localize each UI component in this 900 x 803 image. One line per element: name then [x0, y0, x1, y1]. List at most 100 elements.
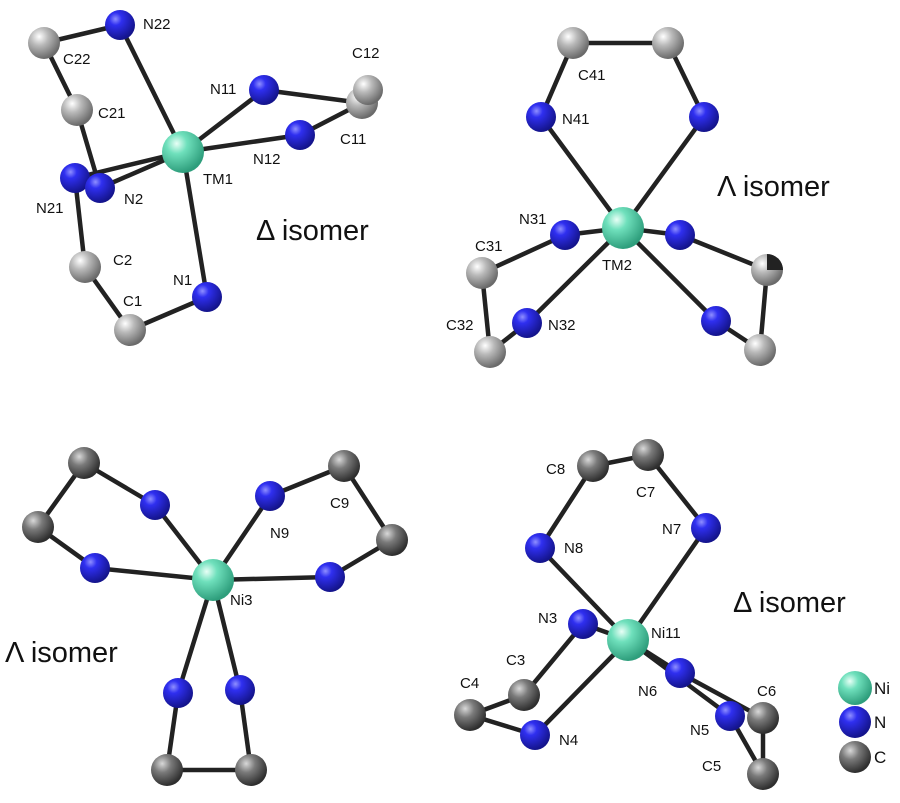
atom-c41-b: [652, 27, 684, 59]
label-c5: C5: [702, 758, 721, 775]
label-n6: N6: [638, 683, 657, 700]
label-n1: N1: [173, 272, 192, 289]
legend-c-swatch: [839, 741, 871, 773]
label-n21: N21: [36, 200, 64, 217]
legend-ni-label: Ni: [874, 679, 890, 698]
atom-n7: [691, 513, 721, 543]
label-c2: C2: [113, 252, 132, 269]
atom-c-right-2: [744, 334, 776, 366]
label-n8: N8: [564, 540, 583, 557]
atom-n12: [285, 120, 315, 150]
legend-n-swatch: [839, 706, 871, 738]
label-n11: N11: [210, 81, 236, 98]
atom-n1: [192, 282, 222, 312]
label-c6: C6: [757, 683, 776, 700]
label-n2: N2: [124, 191, 143, 208]
atom-c-ur-2: [376, 524, 408, 556]
label-n3: N3: [538, 610, 557, 627]
legend-n-label: N: [874, 713, 886, 732]
isomer-label-1: Δ isomer: [256, 215, 369, 247]
atom-n11: [249, 75, 279, 105]
label-n9: N9: [270, 525, 289, 542]
label-n32: N32: [548, 317, 576, 334]
label-c32: C32: [446, 317, 474, 334]
atom-n21: [60, 163, 90, 193]
atom-n41-b: [689, 102, 719, 132]
panel-2-atoms: [466, 27, 783, 368]
atom-n41: [526, 102, 556, 132]
panel-4-atoms: [454, 439, 779, 790]
panel-4-labels: C8 C7 N8 N7 N3 C3 C4 N4 N6 C6 N5 C5 Ni11…: [460, 461, 846, 775]
label-n41: N41: [562, 111, 590, 128]
isomer-label-4: Δ isomer: [733, 587, 846, 619]
element-legend: Ni N C: [838, 671, 890, 773]
label-n12: N12: [253, 151, 281, 168]
label-n22: N22: [143, 16, 171, 33]
atom-n-right-2: [701, 306, 731, 336]
atom-n22: [105, 10, 135, 40]
atom-n32: [512, 308, 542, 338]
label-c7: C7: [636, 484, 655, 501]
atom-n3: [568, 609, 598, 639]
atom-c9: [328, 450, 360, 482]
label-c12: C12: [352, 45, 380, 62]
label-c41: C41: [578, 67, 606, 84]
atom-n-ur-2: [315, 562, 345, 592]
legend-ni-swatch: [838, 671, 872, 705]
legend-c-label: C: [874, 748, 886, 767]
label-n7: N7: [662, 521, 681, 538]
atom-c-lo-2: [235, 754, 267, 786]
atom-n-lo-2: [225, 675, 255, 705]
label-c8: C8: [546, 461, 565, 478]
atom-n-ul-1: [140, 490, 170, 520]
panel-3: N9 C9 Ni3 Λ isomer: [5, 447, 408, 786]
label-c31: C31: [475, 238, 503, 255]
atom-tm1: [162, 131, 204, 173]
isomer-label-2: Λ isomer: [717, 171, 830, 203]
label-n5: N5: [690, 722, 709, 739]
label-ni11: Ni11: [651, 625, 681, 642]
panel-1-labels: N22 C22 C21 N21 N2 C2 C1 N1 N11 N12 C11 …: [36, 16, 380, 310]
atom-c12: [353, 75, 383, 105]
atom-c8: [577, 450, 609, 482]
panel-3-atoms: [22, 447, 408, 786]
label-tm2: TM2: [602, 257, 632, 274]
panel-4: C8 C7 N8 N7 N3 C3 C4 N4 N6 C6 N5 C5 Ni11…: [454, 439, 846, 790]
atom-c5: [747, 758, 779, 790]
atom-c6: [747, 702, 779, 734]
atom-n8: [525, 533, 555, 563]
atom-c31: [466, 257, 498, 289]
atom-n-right-1: [665, 220, 695, 250]
atom-c3: [508, 679, 540, 711]
label-n31: N31: [519, 211, 547, 228]
panel-2: C41 N41 N31 C31 C32 N32 TM2 Λ isomer: [446, 27, 830, 368]
atom-n5: [715, 701, 745, 731]
atom-ni3: [192, 559, 234, 601]
atom-c7: [632, 439, 664, 471]
label-c3: C3: [506, 652, 525, 669]
atom-n31: [550, 220, 580, 250]
panel-1: N22 C22 C21 N21 N2 C2 C1 N1 N11 N12 C11 …: [28, 10, 383, 346]
atom-c-right-1-shade: [767, 254, 783, 270]
atom-c1: [114, 314, 146, 346]
atom-n-ul-2: [80, 553, 110, 583]
label-n4: N4: [559, 732, 578, 749]
atom-c32: [474, 336, 506, 368]
atom-ni11: [607, 619, 649, 661]
atom-n9: [255, 481, 285, 511]
atom-n2: [85, 173, 115, 203]
panel-1-atoms: [28, 10, 383, 346]
label-c11: C11: [340, 131, 366, 148]
label-ni3: Ni3: [230, 592, 253, 609]
atom-c22: [28, 27, 60, 59]
panel-2-labels: C41 N41 N31 C31 C32 N32 TM2 Λ isomer: [446, 67, 830, 334]
atom-n-lo-1: [163, 678, 193, 708]
atom-tm2: [602, 207, 644, 249]
label-c22: C22: [63, 51, 91, 68]
label-c4: C4: [460, 675, 479, 692]
atom-c-lo-1: [151, 754, 183, 786]
atom-c41: [557, 27, 589, 59]
label-c1: C1: [123, 293, 142, 310]
